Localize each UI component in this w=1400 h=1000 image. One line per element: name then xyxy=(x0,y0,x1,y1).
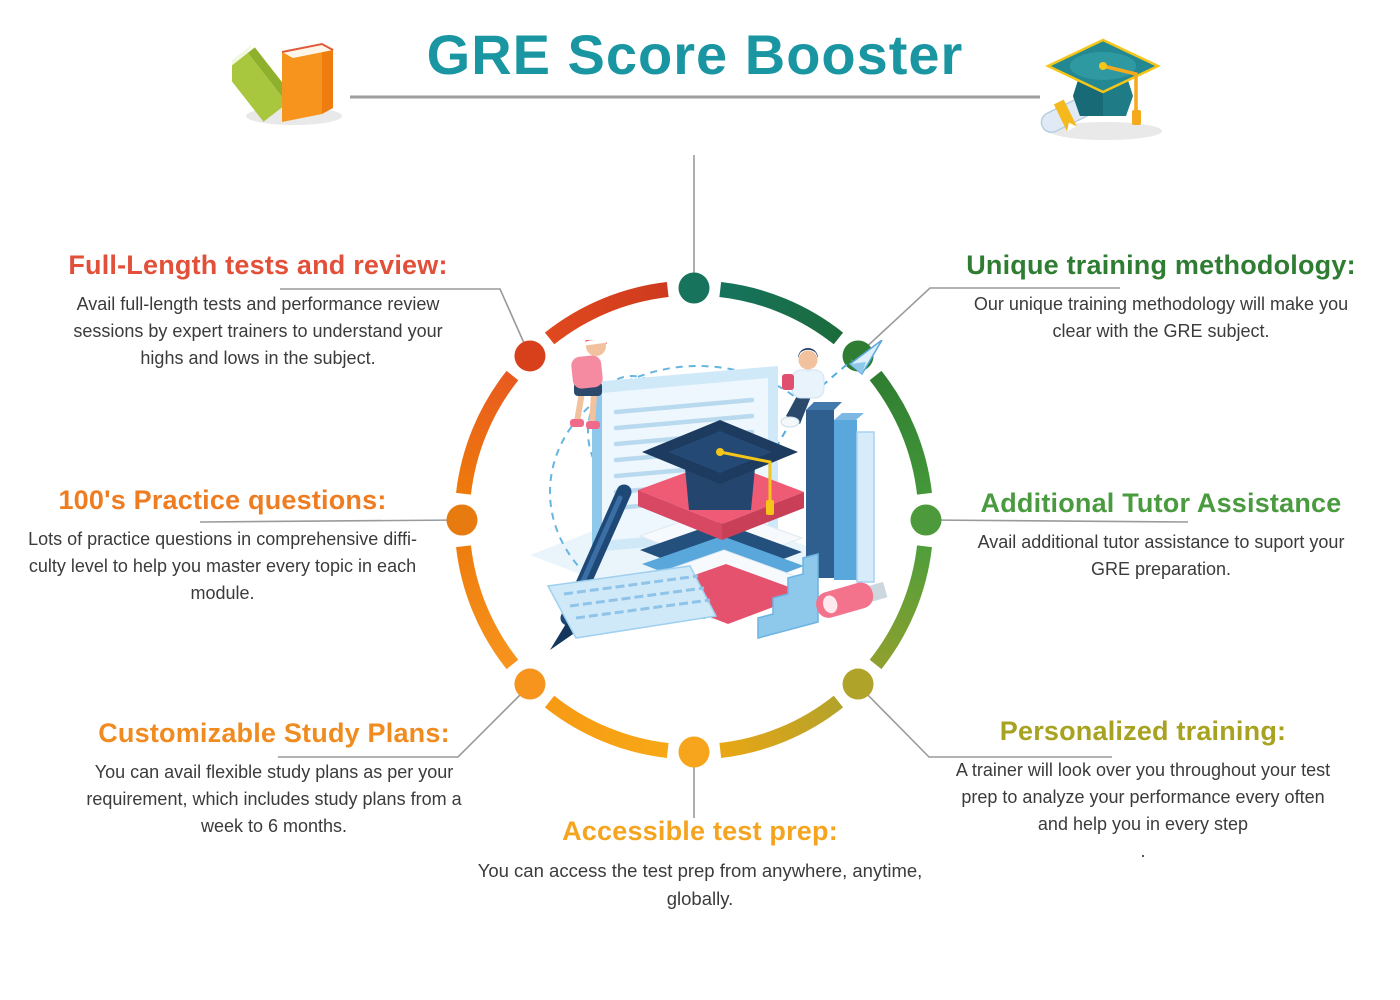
graduation-cap-icon xyxy=(1040,38,1162,140)
section-body: Avail additional tutor assistance to sup… xyxy=(977,532,1345,579)
ring-dot-left xyxy=(446,504,478,536)
section-heading: Personalized training: xyxy=(999,716,1287,746)
section-heading: Accessible test prep: xyxy=(562,816,838,846)
section-body: You can access the test prep from anywhe… xyxy=(477,860,923,909)
section-body: Our unique training methodology will mak… xyxy=(973,294,1349,341)
stairs xyxy=(757,553,819,639)
ring-segment-7 xyxy=(544,282,669,345)
ring-dot-top xyxy=(678,272,710,304)
graduation-cap-center xyxy=(642,420,798,515)
ring-dot-lower-left xyxy=(514,668,546,700)
section-heading: Full-Length tests and review: xyxy=(68,250,448,280)
ring-segment-2 xyxy=(869,545,932,670)
books-icon xyxy=(232,42,342,125)
connector-top-left xyxy=(280,288,529,353)
section-accessible-test-prep: Accessible test prep: You can access the… xyxy=(430,816,970,913)
section-body: A trainer will look over you throughout … xyxy=(955,760,1331,861)
connector-bottom-left xyxy=(278,686,529,758)
section-tutor-assistance: Additional Tutor Assistance Avail additi… xyxy=(935,488,1387,583)
orange-book xyxy=(281,42,334,122)
connector-top-right xyxy=(860,287,1120,353)
section-heading: Customizable Study Plans: xyxy=(98,718,450,748)
ring-dot-upper-left xyxy=(514,340,546,372)
page-title: GRE Score Booster xyxy=(426,23,964,86)
center-illustration xyxy=(530,340,888,650)
section-personalized-training: Personalized training: A trainer will lo… xyxy=(917,716,1369,865)
ring-segment-6 xyxy=(456,370,519,495)
section-heading: Additional Tutor Assistance xyxy=(980,488,1342,518)
section-heading: Unique training methodology: xyxy=(966,250,1356,280)
section-full-length-tests: Full-Length tests and review: Avail full… xyxy=(32,250,484,372)
usb-drive-icon xyxy=(816,581,888,618)
standing-books xyxy=(806,402,875,583)
connector-mid-right xyxy=(925,519,1189,523)
keyboard xyxy=(546,565,718,639)
ring-segment-0 xyxy=(719,282,844,345)
section-practice-questions: 100's Practice questions: Lots of practi… xyxy=(0,485,460,607)
boy-figure xyxy=(780,348,825,428)
paper-plane-icon xyxy=(769,340,883,461)
ring-segment-5 xyxy=(456,545,519,670)
section-study-plans: Customizable Study Plans: You can avail … xyxy=(48,718,500,840)
connector-mid-left xyxy=(199,519,463,523)
connector-bottom-right xyxy=(859,686,1112,758)
section-body: Lots of practice questions in comprehens… xyxy=(28,529,417,603)
ring-dot-bottom xyxy=(678,736,710,768)
ring-dot-lower-right xyxy=(842,668,874,700)
section-body: You can avail flexible study plans as pe… xyxy=(86,762,462,836)
girl-figure xyxy=(570,340,608,429)
ring-dot-right xyxy=(910,504,942,536)
section-heading: 100's Practice questions: xyxy=(58,485,387,515)
section-body: Avail full-length tests and performance … xyxy=(73,294,443,368)
section-unique-training: Unique training methodology: Our unique … xyxy=(930,250,1392,345)
ring-segment-1 xyxy=(869,370,932,495)
ring-segment-4 xyxy=(544,695,669,758)
ring-segment-3 xyxy=(719,695,844,758)
cap xyxy=(1045,38,1161,125)
